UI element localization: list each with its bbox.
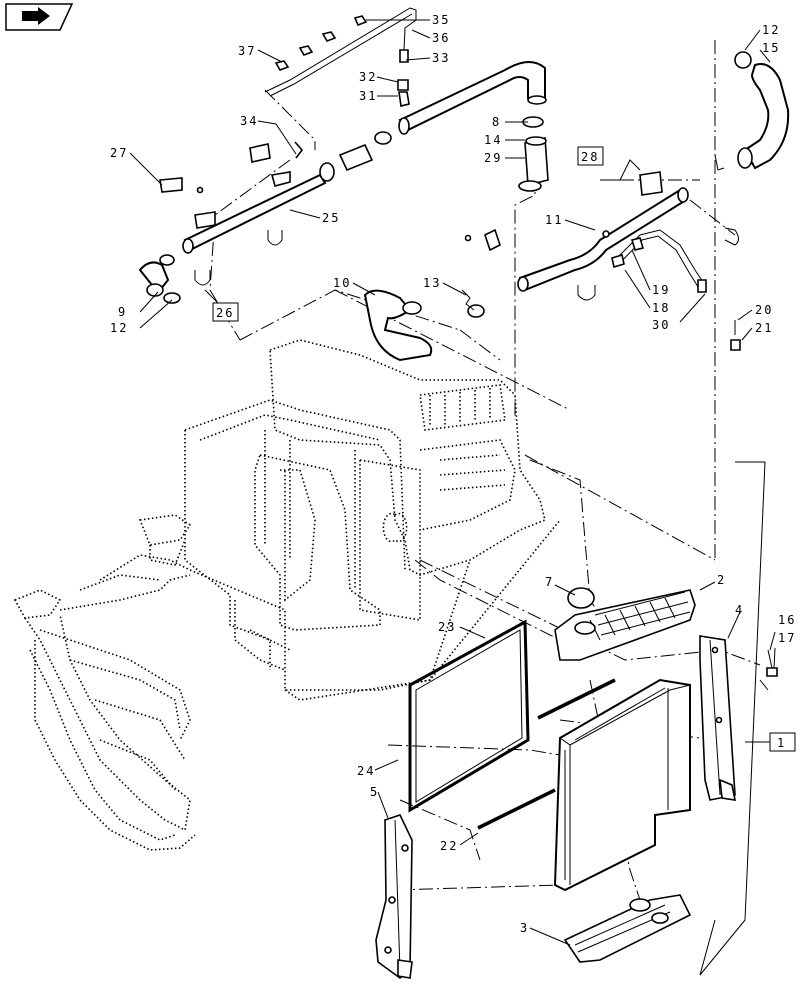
callout-24[interactable]: 24 — [357, 764, 375, 778]
callout-29[interactable]: 29 — [484, 151, 502, 165]
callout-3[interactable]: 3 — [520, 921, 529, 935]
callout-leaders — [129, 19, 776, 946]
callout-27[interactable]: 27 — [110, 146, 128, 160]
hose-clamps-center — [518, 116, 549, 192]
callout-11[interactable]: 11 — [545, 213, 563, 227]
callout-12-right[interactable]: 12 — [762, 23, 780, 37]
side-bracket-left — [375, 814, 413, 980]
callout-34[interactable]: 34 — [240, 114, 258, 128]
callout-13[interactable]: 13 — [423, 276, 441, 290]
bracket-28 — [639, 171, 663, 196]
callout-20[interactable]: 20 — [755, 303, 773, 317]
callout-33[interactable]: 33 — [432, 51, 450, 65]
callout-2[interactable]: 2 — [717, 573, 726, 587]
callout-22[interactable]: 22 — [440, 839, 458, 853]
vent-tube — [264, 7, 417, 107]
radiator-core — [553, 678, 691, 892]
bolt-20-21 — [730, 320, 741, 351]
callout-28[interactable]: 28 — [581, 150, 599, 164]
boxed-callouts — [212, 146, 796, 752]
callout-25[interactable]: 25 — [322, 211, 340, 225]
callout-7[interactable]: 7 — [545, 575, 554, 589]
gasket-frame — [408, 619, 530, 813]
nav-button[interactable] — [5, 3, 74, 31]
callout-26[interactable]: 26 — [216, 306, 234, 320]
callout-35[interactable]: 35 — [432, 13, 450, 27]
lower-elbow — [138, 254, 181, 304]
callout-1[interactable]: 1 — [777, 736, 786, 750]
callout-10[interactable]: 10 — [333, 276, 351, 290]
callout-17[interactable]: 17 — [778, 631, 796, 645]
sensor-hose — [611, 229, 707, 293]
callout-32[interactable]: 32 — [359, 70, 377, 84]
seal-strips — [477, 678, 616, 830]
callout-30[interactable]: 30 — [652, 318, 670, 332]
callout-37[interactable]: 37 — [238, 44, 256, 58]
callout-23[interactable]: 23 — [438, 620, 456, 634]
callout-4[interactable]: 4 — [735, 603, 744, 617]
assembly-bracket — [699, 461, 766, 976]
callout-9[interactable]: 9 — [118, 305, 127, 319]
callout-36[interactable]: 36 — [432, 31, 450, 45]
side-bracket-right — [699, 635, 737, 801]
callout-21[interactable]: 21 — [755, 321, 773, 335]
bypass-pipe — [159, 131, 392, 286]
callout-18[interactable]: 18 — [652, 301, 670, 315]
callout-31[interactable]: 31 — [359, 89, 377, 103]
hose-elbow-10 — [363, 289, 485, 362]
surge-tank — [554, 587, 696, 661]
hardware-16-17 — [759, 649, 778, 691]
callout-19[interactable]: 19 — [652, 283, 670, 297]
callout-8[interactable]: 8 — [492, 115, 501, 129]
callout-15[interactable]: 15 — [762, 41, 780, 55]
callout-14[interactable]: 14 — [484, 133, 502, 147]
callout-12-left[interactable]: 12 — [110, 321, 128, 335]
upper-right-hose — [714, 51, 790, 171]
callout-labels: 35 36 33 37 32 31 34 27 25 9 12 26 10 13… — [110, 13, 796, 935]
arrow-right-icon — [22, 7, 50, 25]
callout-16[interactable]: 16 — [778, 613, 796, 627]
chassis-dotted — [13, 339, 561, 851]
lower-tank — [563, 894, 692, 963]
upper-hose — [398, 61, 547, 135]
callout-5[interactable]: 5 — [370, 785, 379, 799]
coolant-pipe — [464, 187, 739, 301]
